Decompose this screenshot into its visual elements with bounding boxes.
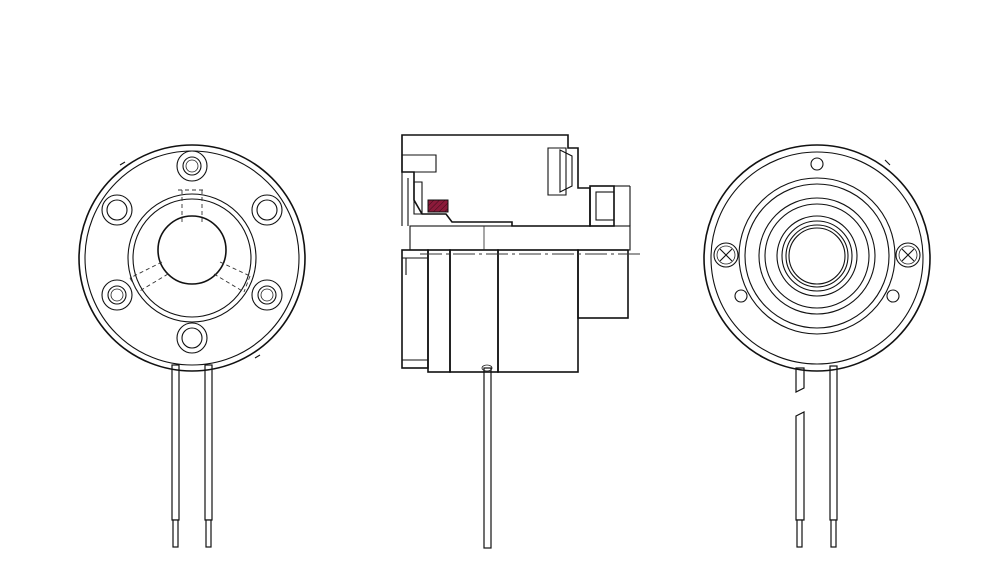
- front-mounting-holes: [101, 150, 283, 354]
- rear-lead-wires: [795, 365, 838, 548]
- rear-pin-hole: [810, 157, 824, 171]
- front-outer-rim: [78, 144, 306, 372]
- rear-screw-left: [713, 242, 739, 268]
- side-fitting: [589, 185, 631, 227]
- front-bore: [157, 215, 227, 285]
- rear-port-housing: [738, 177, 896, 335]
- front-hub: [127, 193, 257, 323]
- rear-outer-rim: [703, 144, 931, 372]
- front-lead-wires: [171, 364, 213, 548]
- rear-view: [703, 144, 931, 548]
- side-o-ring-seal: [427, 199, 449, 213]
- side-body: [401, 249, 629, 373]
- side-lead-wire: [483, 367, 492, 549]
- side-section-hatched: [401, 134, 591, 227]
- front-hidden-ports: [129, 189, 251, 293]
- front-view: [78, 144, 306, 548]
- side-section-view: [401, 134, 640, 549]
- rear-screw-right: [895, 242, 921, 268]
